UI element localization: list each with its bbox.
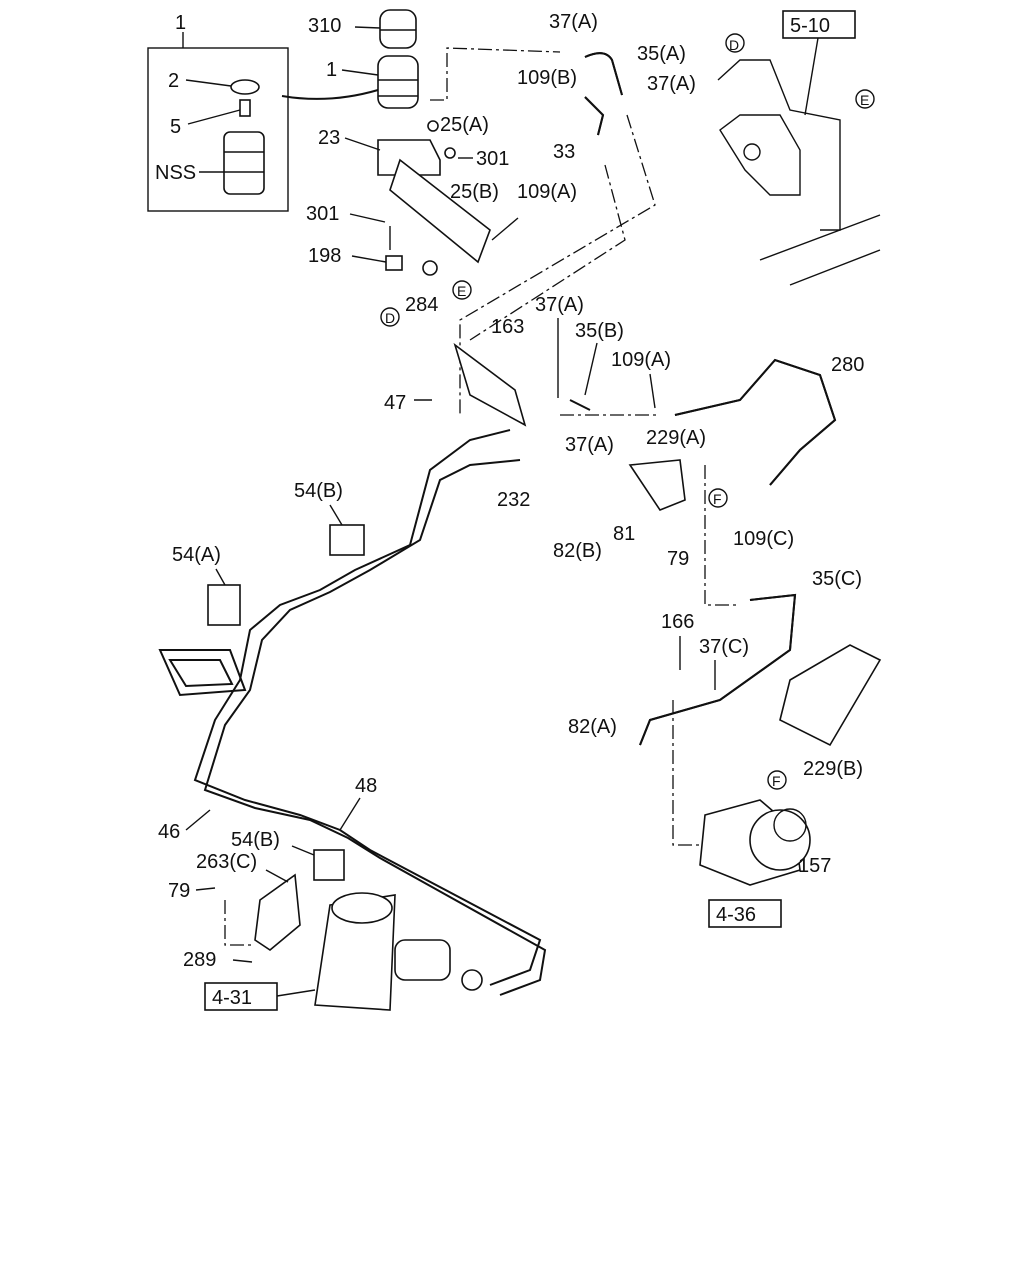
connector-f-bottom: F (772, 773, 781, 789)
routing-lines (224, 47, 740, 946)
ref-4-36: 4-36 (716, 904, 756, 926)
connector-e-top: E (860, 92, 869, 108)
label-109c: 109(C) (733, 528, 794, 550)
label-198: 198 (308, 245, 341, 267)
label-35c: 35(C) (812, 568, 862, 590)
label-37a-4: 37(A) (565, 434, 614, 456)
label-37a-2: 37(A) (647, 73, 696, 95)
label-79a: 79 (667, 548, 689, 570)
label-163: 163 (491, 316, 524, 338)
kit-box: 1 2 5 NSS (147, 12, 289, 212)
label-81: 81 (613, 523, 635, 545)
connector-d-top: D (729, 37, 739, 53)
pin-part (239, 99, 251, 117)
item-2-label: 2 (168, 70, 179, 92)
kit-box-title: 1 (175, 12, 186, 34)
label-33: 33 (553, 141, 575, 163)
label-23: 23 (318, 127, 340, 149)
label-37a-1: 37(A) (549, 11, 598, 33)
ref-4-31: 4-31 (212, 987, 252, 1009)
label-229a: 229(A) (646, 427, 706, 449)
reservoir-body-part (223, 131, 265, 195)
label-79b: 79 (168, 880, 190, 902)
label-48: 48 (355, 775, 377, 797)
connector-f-left: F (713, 491, 722, 507)
connector-d-bottom: D (385, 310, 395, 326)
steering-gear: 4-31 (204, 892, 483, 1011)
connector-circles: D E F (380, 280, 728, 508)
ref-5-10: 5-10 (790, 15, 830, 37)
pressure-pipes (158, 429, 547, 996)
label-263c: 263(C) (196, 851, 257, 873)
label-1: 1 (326, 59, 337, 81)
label-82a: 82(A) (568, 716, 617, 738)
label-301a: 301 (476, 148, 509, 170)
label-47: 47 (384, 392, 406, 414)
item-5-label: 5 (170, 116, 181, 138)
label-25a: 25(A) (440, 114, 489, 136)
label-109b: 109(B) (517, 67, 577, 89)
label-82b: 82(B) (553, 540, 602, 562)
label-35a: 35(A) (637, 43, 686, 65)
label-301b: 301 (306, 203, 339, 225)
cap-part (230, 79, 260, 95)
power-steering-pump: 4-36 F (699, 770, 811, 928)
label-54b-2: 54(B) (231, 829, 280, 851)
label-284: 284 (405, 294, 438, 316)
connector-e-bottom: E (457, 283, 466, 299)
label-37c: 37(C) (699, 636, 749, 658)
reservoir-assembly (281, 9, 519, 276)
label-280: 280 (831, 354, 864, 376)
item-nss-label: NSS (155, 162, 196, 184)
hoses (569, 52, 837, 746)
label-166: 166 (661, 611, 694, 633)
label-25b: 25(B) (450, 181, 499, 203)
label-46: 46 (158, 821, 180, 843)
brackets (207, 342, 882, 951)
label-229b: 229(B) (803, 758, 863, 780)
label-109a-1: 109(A) (517, 181, 577, 203)
label-232: 232 (497, 489, 530, 511)
label-310: 310 (308, 15, 341, 37)
label-54a: 54(A) (172, 544, 221, 566)
frame-detail: 5-10 D E (717, 10, 881, 286)
label-109a-2: 109(A) (611, 349, 671, 371)
part-labels: 310 1 23 25(A) 301 25(B) 109(A) 301 198 … (158, 11, 864, 971)
label-54b-1: 54(B) (294, 480, 343, 502)
label-37a-3: 37(A) (535, 294, 584, 316)
label-35b: 35(B) (575, 320, 624, 342)
label-157: 157 (798, 855, 831, 877)
label-289: 289 (183, 949, 216, 971)
